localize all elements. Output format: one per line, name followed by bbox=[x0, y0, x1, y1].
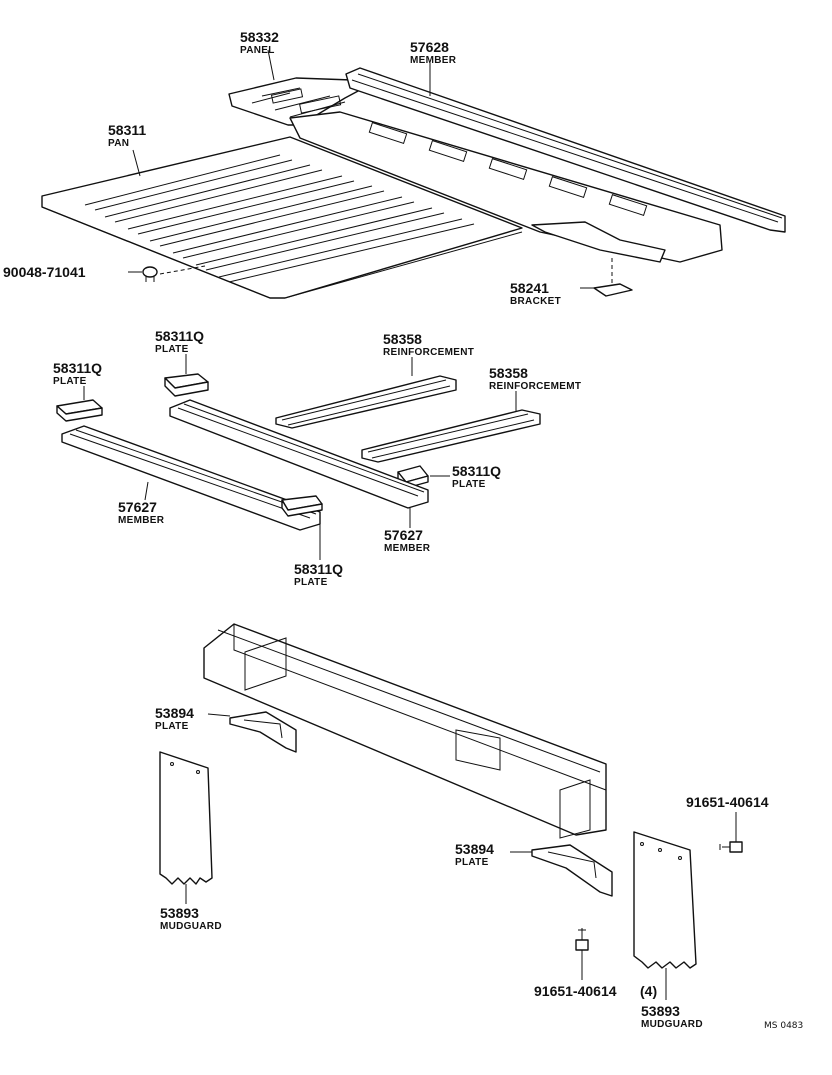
plate-58311q-b bbox=[56, 399, 103, 422]
part-name: PLATE bbox=[155, 344, 189, 355]
plate-53894-left bbox=[229, 711, 297, 753]
plate-58311q-d bbox=[281, 495, 323, 517]
callout-mudguard-right: 53893 MUDGUARD bbox=[641, 1003, 703, 1030]
callout-plate-53894-right: 53894 PLATE bbox=[455, 841, 494, 868]
panel-58332 bbox=[228, 77, 361, 126]
part-number: 53894 bbox=[455, 841, 494, 857]
bolt-91651-lower bbox=[575, 928, 589, 951]
callout-clip-90048: 90048-71041 bbox=[3, 264, 86, 280]
part-number: 57627 bbox=[384, 527, 423, 543]
callout-plate-58311q-d: 58311Q PLATE bbox=[294, 561, 343, 588]
part-number: 90048-71041 bbox=[3, 264, 86, 280]
callout-member-57627-a: 57627 MEMBER bbox=[118, 499, 165, 526]
part-number: 58358 bbox=[489, 365, 528, 381]
clip-90048 bbox=[142, 265, 206, 282]
bolt-91651-upper bbox=[719, 841, 743, 853]
part-name: BRACKET bbox=[510, 296, 561, 307]
part-quantity: (4) bbox=[640, 983, 657, 999]
part-number: 91651-40614 bbox=[686, 794, 769, 810]
callout-plate-53894-left: 53894 PLATE bbox=[155, 705, 194, 732]
callout-plate-58311q-b: 58311Q PLATE bbox=[53, 360, 102, 387]
callout-mudguard-left: 53893 MUDGUARD bbox=[160, 905, 222, 932]
callout-member-57628: 57628 MEMBER bbox=[410, 39, 457, 66]
member-57628 bbox=[345, 67, 786, 233]
part-name: MUDGUARD bbox=[641, 1019, 703, 1030]
callouts: 58332 PANEL 57628 MEMBER 58311 PAN 90048… bbox=[3, 29, 803, 1031]
part-number: 57628 bbox=[410, 39, 449, 55]
callout-bolt-91651-upper: 91651-40614 bbox=[686, 794, 769, 810]
callout-reinforcement-58358-a: 58358 REINFORCEMENT bbox=[383, 331, 474, 358]
part-name: PLATE bbox=[452, 479, 486, 490]
mudguard-left bbox=[159, 751, 213, 885]
part-name: MEMBER bbox=[410, 55, 457, 66]
part-number: 53893 bbox=[160, 905, 199, 921]
part-number: 58332 bbox=[240, 29, 279, 45]
part-number: 53893 bbox=[641, 1003, 680, 1019]
diagram-code: MS 0483 bbox=[764, 1021, 803, 1031]
member-57627-b bbox=[169, 399, 429, 509]
plate-53894-right bbox=[531, 844, 613, 897]
part-name: PLATE bbox=[155, 721, 189, 732]
part-name: PANEL bbox=[240, 45, 275, 56]
part-name: PLATE bbox=[53, 376, 87, 387]
callout-pan-58311: 58311 PAN bbox=[108, 122, 146, 149]
part-name: PLATE bbox=[294, 577, 328, 588]
callout-member-57627-b: 57627 MEMBER bbox=[384, 527, 431, 554]
callout-reinforcement-58358-b: 58358 REINFORCEMEMT bbox=[489, 365, 581, 392]
reinforcement-58358-b bbox=[361, 409, 541, 463]
crossmember bbox=[203, 623, 607, 839]
part-name: PLATE bbox=[455, 857, 489, 868]
callout-bolt-91651-lower: 91651-40614 (4) bbox=[534, 983, 657, 999]
part-name: MUDGUARD bbox=[160, 921, 222, 932]
part-number: 58311 bbox=[108, 122, 146, 138]
pan-58311 bbox=[41, 136, 523, 299]
callout-plate-58311q-c: 58311Q PLATE bbox=[452, 463, 501, 490]
callout-bracket-58241: 58241 BRACKET bbox=[510, 280, 561, 307]
part-number: 53894 bbox=[155, 705, 194, 721]
part-number: 58311Q bbox=[53, 360, 102, 376]
part-name: REINFORCEMEMT bbox=[489, 381, 581, 392]
inner-pan bbox=[289, 111, 723, 263]
part-number: 58358 bbox=[383, 331, 422, 347]
part-name: MEMBER bbox=[384, 543, 431, 554]
part-number: 58311Q bbox=[294, 561, 343, 577]
leader-lines bbox=[83, 49, 737, 1000]
callout-plate-58311q-a: 58311Q PLATE bbox=[155, 328, 204, 355]
part-name: PAN bbox=[108, 138, 129, 149]
bracket-58241 bbox=[593, 258, 633, 297]
part-number: 58311Q bbox=[452, 463, 501, 479]
plate-58311q-a bbox=[164, 373, 209, 397]
part-name: REINFORCEMENT bbox=[383, 347, 474, 358]
reinforcement-58358-a bbox=[275, 375, 457, 429]
part-number: 58311Q bbox=[155, 328, 204, 344]
part-name: MEMBER bbox=[118, 515, 165, 526]
mudguard-right bbox=[633, 831, 697, 969]
part-number: 58241 bbox=[510, 280, 549, 296]
part-number: 91651-40614 bbox=[534, 983, 617, 999]
callout-panel-58332: 58332 PANEL bbox=[240, 29, 279, 56]
part-number: 57627 bbox=[118, 499, 157, 515]
